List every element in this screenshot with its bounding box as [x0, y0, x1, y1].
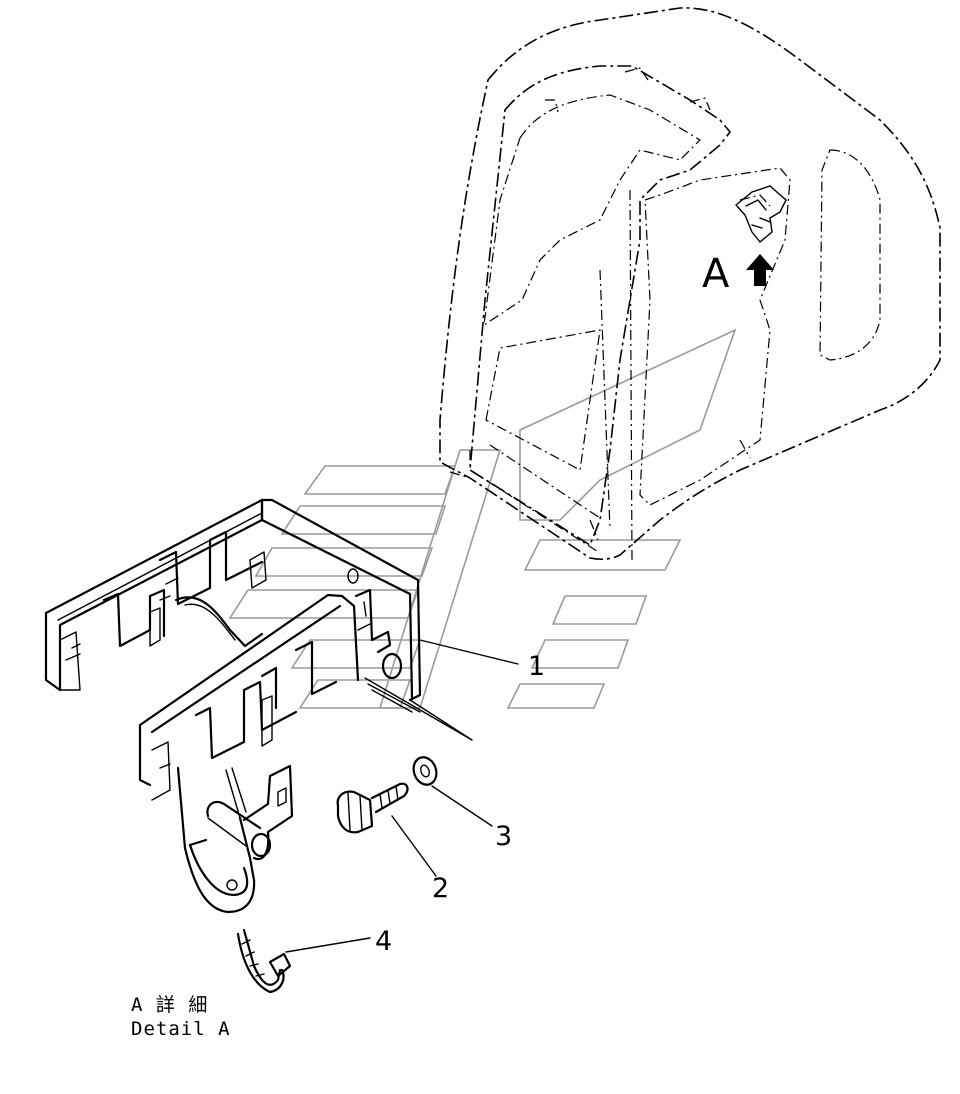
- leader-lines: [285, 639, 519, 953]
- bracket-location-mark: [735, 185, 787, 243]
- watermark-logo: [228, 328, 737, 709]
- clip-part: [236, 928, 292, 994]
- operator-cab-outline: [439, 7, 941, 561]
- detail-caption-jp: A 詳 細: [131, 994, 209, 1016]
- washer-part: [412, 756, 438, 786]
- part-number-2: 2: [432, 873, 449, 904]
- part-number-1: 1: [528, 651, 545, 682]
- part-number-3: 3: [495, 821, 512, 852]
- part-number-4: 4: [375, 926, 392, 957]
- bolt-part: [336, 782, 409, 834]
- bracket-assembly: [44, 498, 422, 914]
- view-label: A: [702, 251, 730, 297]
- detail-caption-en: Detail A: [131, 1018, 231, 1040]
- view-arrow-icon: [746, 254, 774, 286]
